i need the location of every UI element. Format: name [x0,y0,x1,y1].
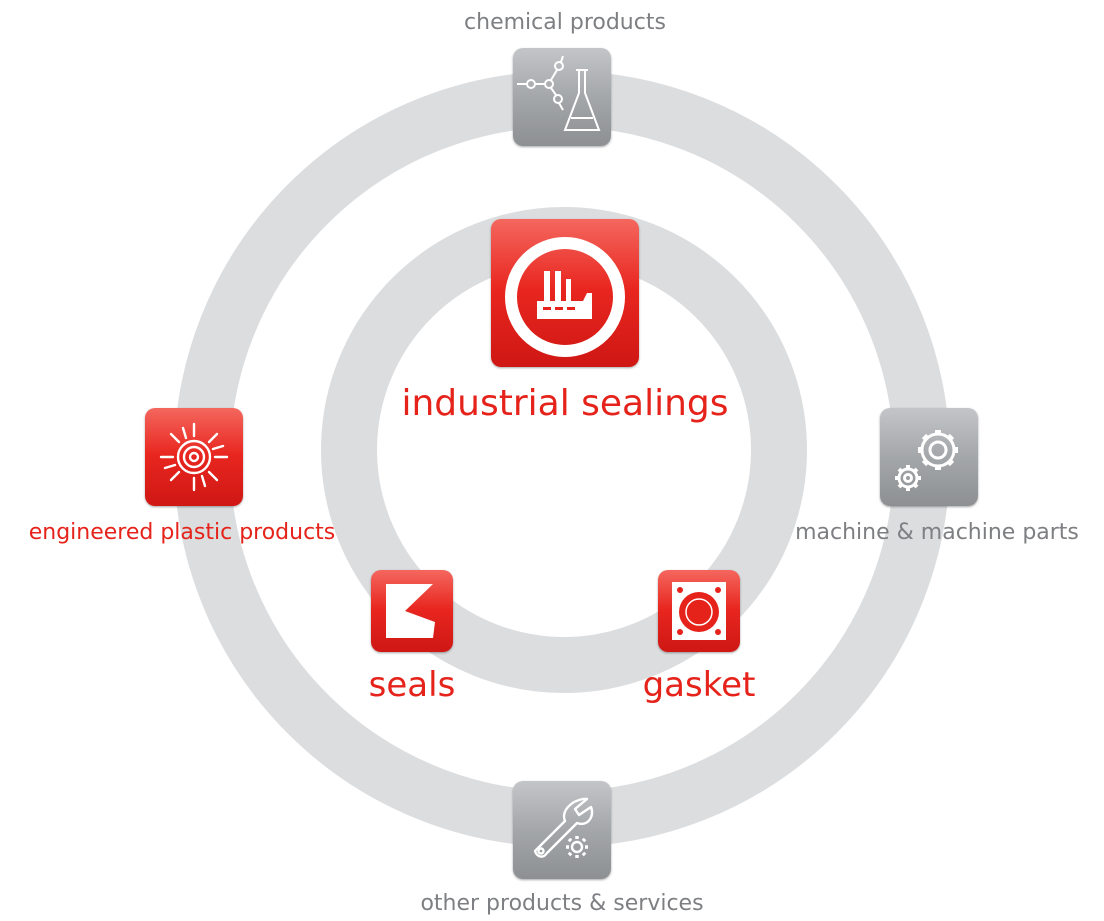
other-products-services-label: other products & services [420,891,704,916]
engineered-plastic-products-label: engineered plastic products [28,520,336,545]
other-products-services-tile[interactable] [513,781,611,879]
factory-icon [505,237,625,357]
chemical-products-label: chemical products [464,10,666,35]
machine-parts-tile[interactable] [880,408,978,506]
gasket-icon [672,582,726,640]
gasket-tile[interactable] [658,570,740,652]
seal-profile-icon [386,584,435,638]
gears-icon [895,430,958,491]
machine-parts-label: machine & machine parts [795,520,1079,545]
seals-label: seals [368,665,456,705]
seals-tile[interactable] [371,570,453,652]
industrial-sealings-label: industrial sealings [401,383,729,424]
engineered-plastic-products-tile[interactable] [145,408,243,506]
wrench-gear-icon [533,797,594,858]
outer-ring [174,71,950,847]
chemical-products-tile[interactable] [513,48,611,146]
gasket-label: gasket [642,665,756,705]
molecule-flask-icon [517,55,601,131]
sun-ring-icon [159,422,229,492]
industrial-sealings-tile[interactable] [491,219,639,367]
